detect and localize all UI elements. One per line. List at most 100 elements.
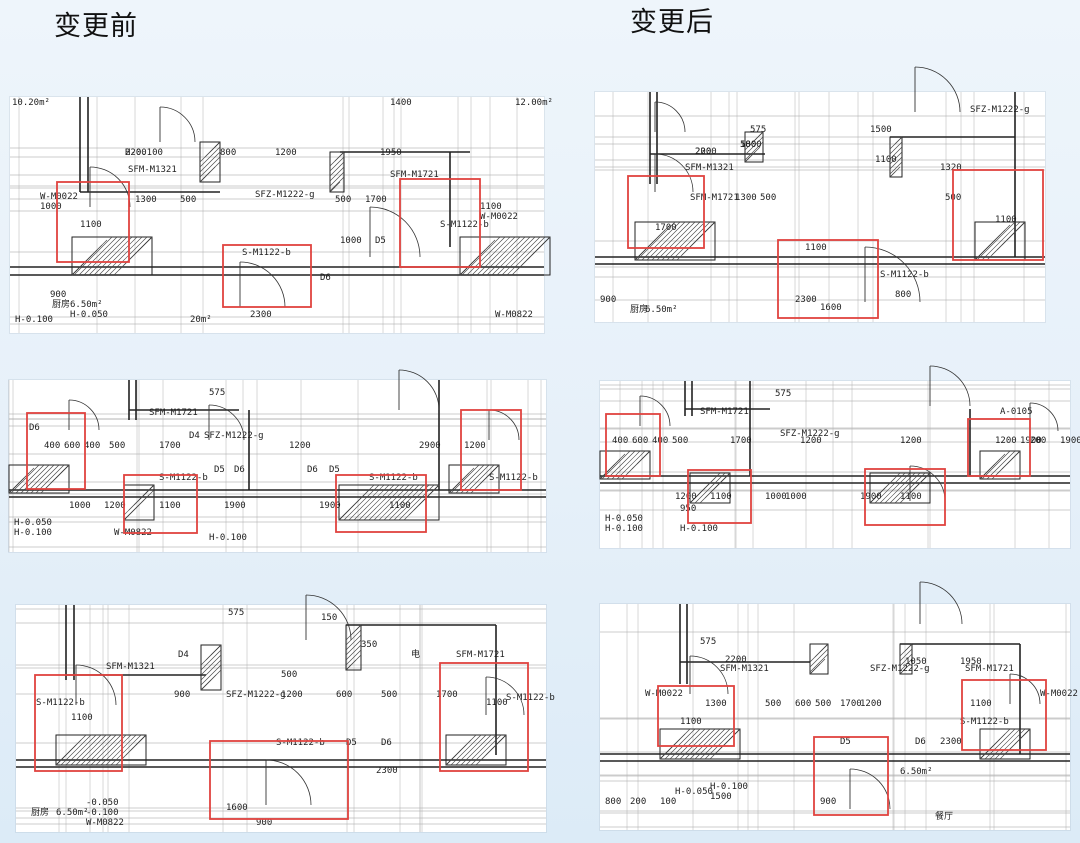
dimension-label: 1800 [740, 140, 762, 150]
dimension-label: S-M1122-b [960, 717, 1009, 727]
change-highlight-box [864, 468, 946, 526]
dimension-label: SFZ-M1222-g [870, 664, 930, 674]
hatch-line [345, 629, 362, 646]
dimension-label: 厨房 [52, 298, 70, 310]
change-highlight-box [460, 409, 522, 491]
hatch-line [200, 669, 222, 691]
dimension-label: 2200 [725, 655, 747, 665]
dimension-label: 6.50m² [900, 767, 933, 777]
dimension-label: 2300 [250, 310, 272, 320]
hatch-line [599, 453, 626, 480]
hatch-line [809, 653, 829, 673]
dimension-label: 400 [84, 441, 100, 451]
hatch-line [105, 734, 137, 766]
dimension-label: 400 [44, 441, 60, 451]
hatch-line [661, 221, 701, 261]
dimension-label: 2300 [376, 766, 398, 776]
hatch-line [110, 734, 142, 766]
hatch-line [55, 734, 87, 766]
dimension-label: 1700 [730, 436, 752, 446]
hatch-line [476, 236, 516, 276]
dimension-label: SFM-M1321 [720, 664, 769, 674]
heading-before: 变更前 [54, 11, 138, 42]
dimension-label: 1100 [71, 713, 93, 723]
dimension-label: 500 [335, 195, 351, 205]
hatch-line [358, 484, 395, 521]
dimension-label: 900 [820, 797, 836, 807]
hatch-line [694, 728, 726, 760]
dimension-label: 1900 [224, 501, 246, 511]
door-swing-arc [265, 759, 312, 806]
dimension-label: SFZ-M1222-g [970, 105, 1030, 115]
dimension-label: 1200 [800, 436, 822, 446]
hatch-line [759, 131, 764, 136]
dimension-label: SFM-M1721 [700, 407, 749, 417]
dimension-label: D6 [320, 273, 331, 283]
hatch-line [60, 734, 92, 766]
hatch-line [88, 236, 128, 276]
hatch-line [809, 648, 829, 668]
hatch-line [329, 156, 345, 172]
dimension-label: 1100 [159, 501, 181, 511]
dimension-label: 1100 [486, 698, 508, 708]
dimension-label: 1200 [289, 441, 311, 451]
hatch-line [659, 728, 691, 760]
hatch-line [433, 484, 440, 491]
dimension-label: D5 [346, 738, 357, 748]
dimension-label: SFZ-M1222-g [226, 690, 286, 700]
hatch-line [909, 643, 913, 647]
dimension-label: 餐厅 [935, 810, 953, 822]
dimension-label: 800 [895, 290, 911, 300]
wall-block [459, 236, 551, 276]
hatch-line [388, 484, 425, 521]
hatch-line [899, 663, 911, 675]
dimension-label: S-M1122-b [369, 473, 418, 483]
dimension-label: 1700 [436, 690, 458, 700]
dimension-label: 厨房 [630, 303, 648, 315]
change-highlight-box [687, 469, 752, 524]
dimension-label: 1600 [226, 803, 248, 813]
hatch-line [664, 728, 696, 760]
dimension-label: 1400 [390, 98, 412, 108]
hatch-line [98, 236, 138, 276]
dimension-label: 1300 [135, 195, 157, 205]
dimension-label: 电 [411, 648, 420, 660]
dimension-label: 1950 [960, 657, 982, 667]
change-highlight-box [439, 662, 529, 772]
door-swing-arc [654, 101, 686, 133]
hatch-line [85, 734, 117, 766]
dimension-label: 500 [381, 690, 397, 700]
door-swing-arc [929, 365, 971, 407]
dimension-label: 1100 [80, 220, 102, 230]
hatch-line [10, 464, 40, 494]
change-highlight-box [209, 740, 349, 820]
hatch-line [924, 472, 931, 479]
door-swing-arc [1029, 402, 1059, 432]
hatch-line [123, 489, 155, 521]
hatch-line [809, 658, 826, 675]
door-swing-arc [485, 676, 525, 716]
dimension-label: -0.050 [86, 798, 119, 808]
door-swing-arc [305, 594, 352, 641]
dimension-label: 200 [695, 147, 711, 157]
hatch-line [976, 221, 1016, 261]
hatch-line [459, 239, 496, 276]
dimension-label: H-0.100 [125, 148, 163, 158]
dimension-label: 1100 [805, 243, 827, 253]
dimension-label: -0.100 [86, 808, 119, 818]
dimension-label: 575 [750, 125, 766, 135]
hatch-line [646, 221, 686, 261]
dimension-label: 400 [612, 436, 628, 446]
door-swing-arc [864, 246, 921, 303]
hatch-line [874, 472, 906, 504]
wall-block [689, 472, 731, 504]
dimension-label: 1200 [860, 699, 882, 709]
hatch-line [65, 734, 97, 766]
dimension-label: 6.50m² [56, 808, 89, 818]
hatch-line [889, 151, 903, 165]
hatch-line [889, 146, 903, 160]
dimension-label: SFM-M1721 [149, 408, 198, 418]
hatch-line [103, 236, 143, 276]
